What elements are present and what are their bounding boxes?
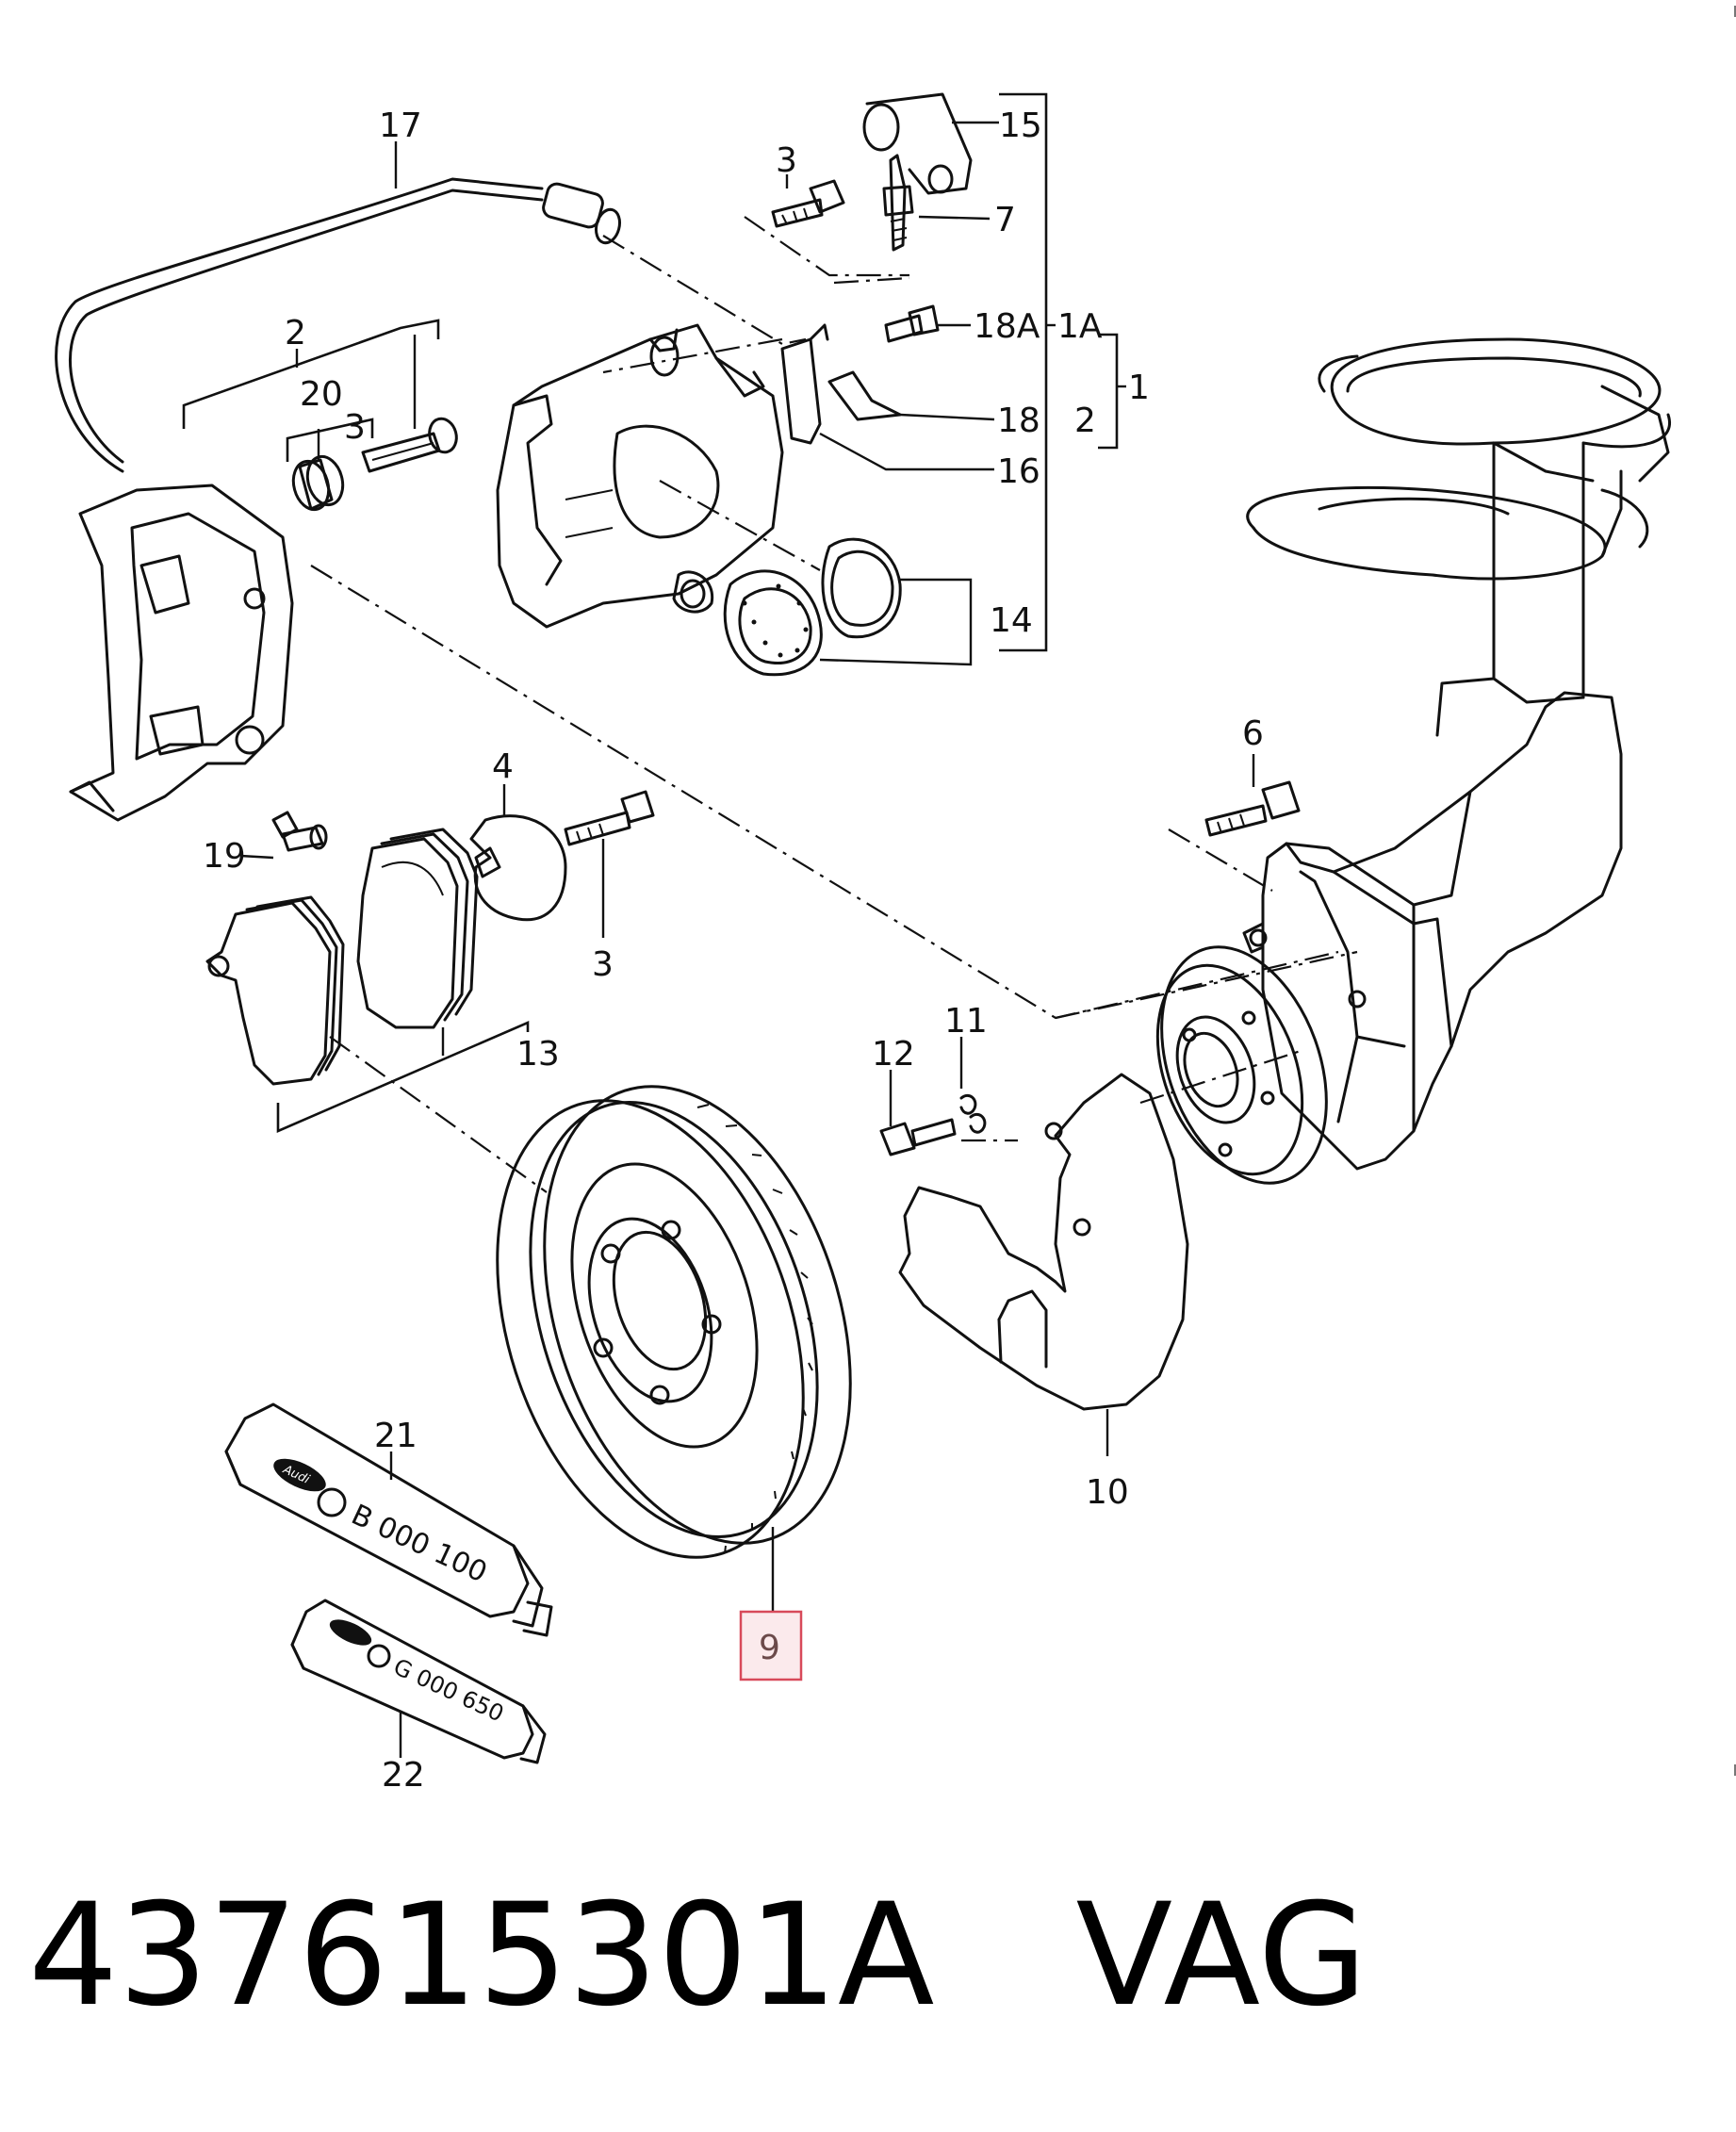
shield-bolt [879, 1093, 987, 1156]
callout-2-right: 2 [1074, 402, 1096, 440]
callout-3-top: 3 [776, 141, 797, 180]
callout-21: 21 [374, 1417, 418, 1455]
bolt-middle [564, 790, 655, 846]
callout-14: 14 [990, 601, 1033, 640]
brake-pads [205, 828, 479, 1086]
callout-18a: 18A [974, 307, 1040, 346]
callout-1: 1 [1128, 369, 1150, 407]
callout-1a: 1A [1057, 307, 1103, 346]
bolt-top [771, 179, 845, 228]
callout-10: 10 [1086, 1473, 1129, 1512]
callout-22: 22 [382, 1756, 425, 1791]
knuckle-bolt [1204, 780, 1301, 837]
callout-3-bush: 3 [344, 408, 366, 447]
callout-11: 11 [944, 1002, 988, 1041]
highlight-box [739, 1610, 803, 1681]
pad-clip [271, 811, 328, 852]
caliper-carrier [69, 484, 294, 822]
assembly-lines [310, 216, 1358, 1193]
part-number: 437615301A [28, 1874, 935, 2038]
footer: 437615301A VAG [28, 1861, 1368, 2050]
callout-6: 6 [1242, 714, 1264, 753]
brake-hose [55, 177, 621, 473]
callout-4: 4 [492, 747, 514, 786]
callout-9: 9 [759, 1629, 780, 1667]
callout-13: 13 [516, 1035, 560, 1074]
wear-sensor-clip [780, 304, 940, 445]
callout-2-top: 2 [285, 314, 306, 353]
leader-lines [182, 92, 1255, 1758]
brake-disc [496, 1085, 852, 1559]
splash-shield [898, 1073, 1189, 1411]
caliper-body [496, 323, 784, 629]
callout-17: 17 [379, 107, 422, 145]
knuckle-strut [1242, 337, 1671, 1171]
anti-rattle-spring [469, 814, 567, 922]
edge-mark [1734, 1764, 1736, 1776]
piston-seal [723, 537, 902, 677]
wheel-hub [1155, 945, 1328, 1185]
brand-name: VAG [1075, 1874, 1368, 2038]
edge-mark [1734, 6, 1736, 17]
callout-15: 15 [999, 107, 1042, 145]
brake-assembly-diagram: Audi B 000 100 G 000 650 [55, 92, 1671, 1791]
callout-7: 7 [994, 201, 1016, 239]
grease-tube-small: G 000 650 [290, 1599, 547, 1764]
guide-bolt-bush [291, 417, 458, 512]
callout-12: 12 [872, 1035, 915, 1074]
callout-18: 18 [997, 402, 1040, 440]
callout-20: 20 [300, 375, 343, 414]
callout-labels: 17 3 15 7 2 20 3 18A 1A 1 18 2 16 14 6 4… [203, 107, 1264, 1791]
highlighted-part-9[interactable]: 9 [739, 1610, 803, 1681]
callout-3-mid: 3 [592, 945, 614, 984]
bleed-valve [862, 92, 973, 252]
tube-small-label: G 000 650 [389, 1653, 508, 1727]
callout-16: 16 [997, 452, 1040, 491]
callout-19: 19 [203, 837, 246, 876]
tube-large-label: B 000 100 [346, 1499, 492, 1590]
